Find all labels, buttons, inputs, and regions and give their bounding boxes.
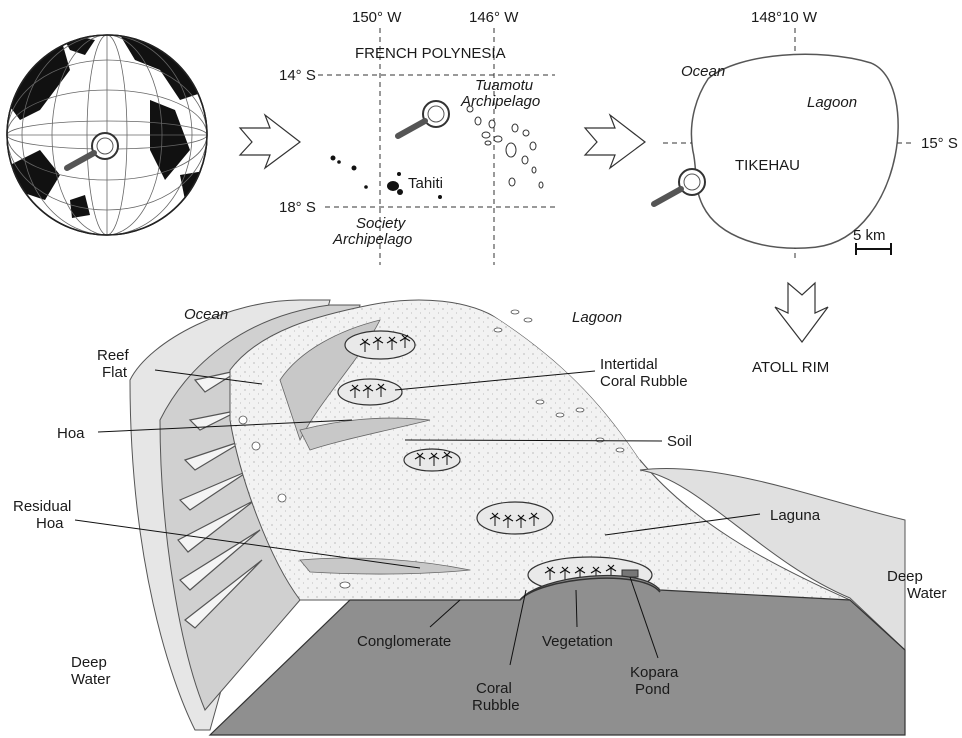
society-label-2: Archipelago bbox=[332, 231, 412, 248]
magnifier-icon bbox=[654, 169, 705, 204]
hoa-label: Hoa bbox=[57, 425, 85, 442]
tikehau-ocean-label: Ocean bbox=[681, 63, 725, 80]
soil-label: Soil bbox=[667, 433, 692, 450]
lon-label-146: 146° W bbox=[469, 9, 519, 26]
tuamotu-label-1: Tuamotu bbox=[475, 77, 534, 94]
reef-flat-label-1: Reef bbox=[97, 347, 130, 364]
laguna-label: Laguna bbox=[770, 507, 821, 524]
society-label-1: Society bbox=[356, 215, 407, 232]
residual-hoa-label-2: Hoa bbox=[36, 515, 64, 532]
tikehau-map: 148°10 W 15° S Ocean Lagoon TIKEHAU 5 km bbox=[654, 9, 958, 262]
block-ocean-label: Ocean bbox=[184, 306, 228, 323]
intertidal-label-2: Coral Rubble bbox=[600, 373, 688, 390]
map-title: FRENCH POLYNESIA bbox=[355, 45, 506, 62]
globe-icon bbox=[5, 32, 210, 235]
tikehau-name: TIKEHAU bbox=[735, 157, 800, 174]
deep-water-right-1: Deep bbox=[887, 568, 923, 585]
vegetation-label: Vegetation bbox=[542, 633, 613, 650]
deep-water-right-2: Water bbox=[907, 585, 946, 602]
lat-label-15: 15° S bbox=[921, 135, 958, 152]
block-lagoon-label: Lagoon bbox=[572, 309, 622, 326]
atoll-rim-label: ATOLL RIM bbox=[752, 359, 829, 376]
lat-label-18: 18° S bbox=[279, 199, 316, 216]
lat-label-14: 14° S bbox=[279, 67, 316, 84]
arrow-down-icon bbox=[775, 283, 828, 342]
coral-rubble-label-1: Coral bbox=[476, 680, 512, 697]
kopara-pond-label-2: Pond bbox=[635, 681, 670, 698]
scale-bar: 5 km bbox=[853, 227, 891, 255]
arrow-right-icon bbox=[585, 115, 645, 168]
deep-water-left-1: Deep bbox=[71, 654, 107, 671]
polynesia-map: 150° W 146° W 14° S 18° S FRENCH POLYNES… bbox=[279, 9, 555, 265]
arrow-right-icon bbox=[240, 115, 300, 168]
lon-label-150: 150° W bbox=[352, 9, 402, 26]
kopara-pond-label-1: Kopara bbox=[630, 664, 679, 681]
conglomerate-label: Conglomerate bbox=[357, 633, 451, 650]
tikehau-lagoon-label: Lagoon bbox=[807, 94, 857, 111]
svg-text:5 km: 5 km bbox=[853, 227, 886, 244]
deep-water-left-2: Water bbox=[71, 671, 110, 688]
tahiti-label: Tahiti bbox=[408, 175, 443, 192]
magnifier-icon bbox=[398, 101, 449, 136]
residual-hoa-label-1: Residual bbox=[13, 498, 71, 515]
intertidal-label-1: Intertidal bbox=[600, 356, 658, 373]
reef-flat-label-2: Flat bbox=[102, 364, 128, 381]
coral-rubble-label-2: Rubble bbox=[472, 697, 520, 714]
lon-label-148: 148°10 W bbox=[751, 9, 818, 26]
